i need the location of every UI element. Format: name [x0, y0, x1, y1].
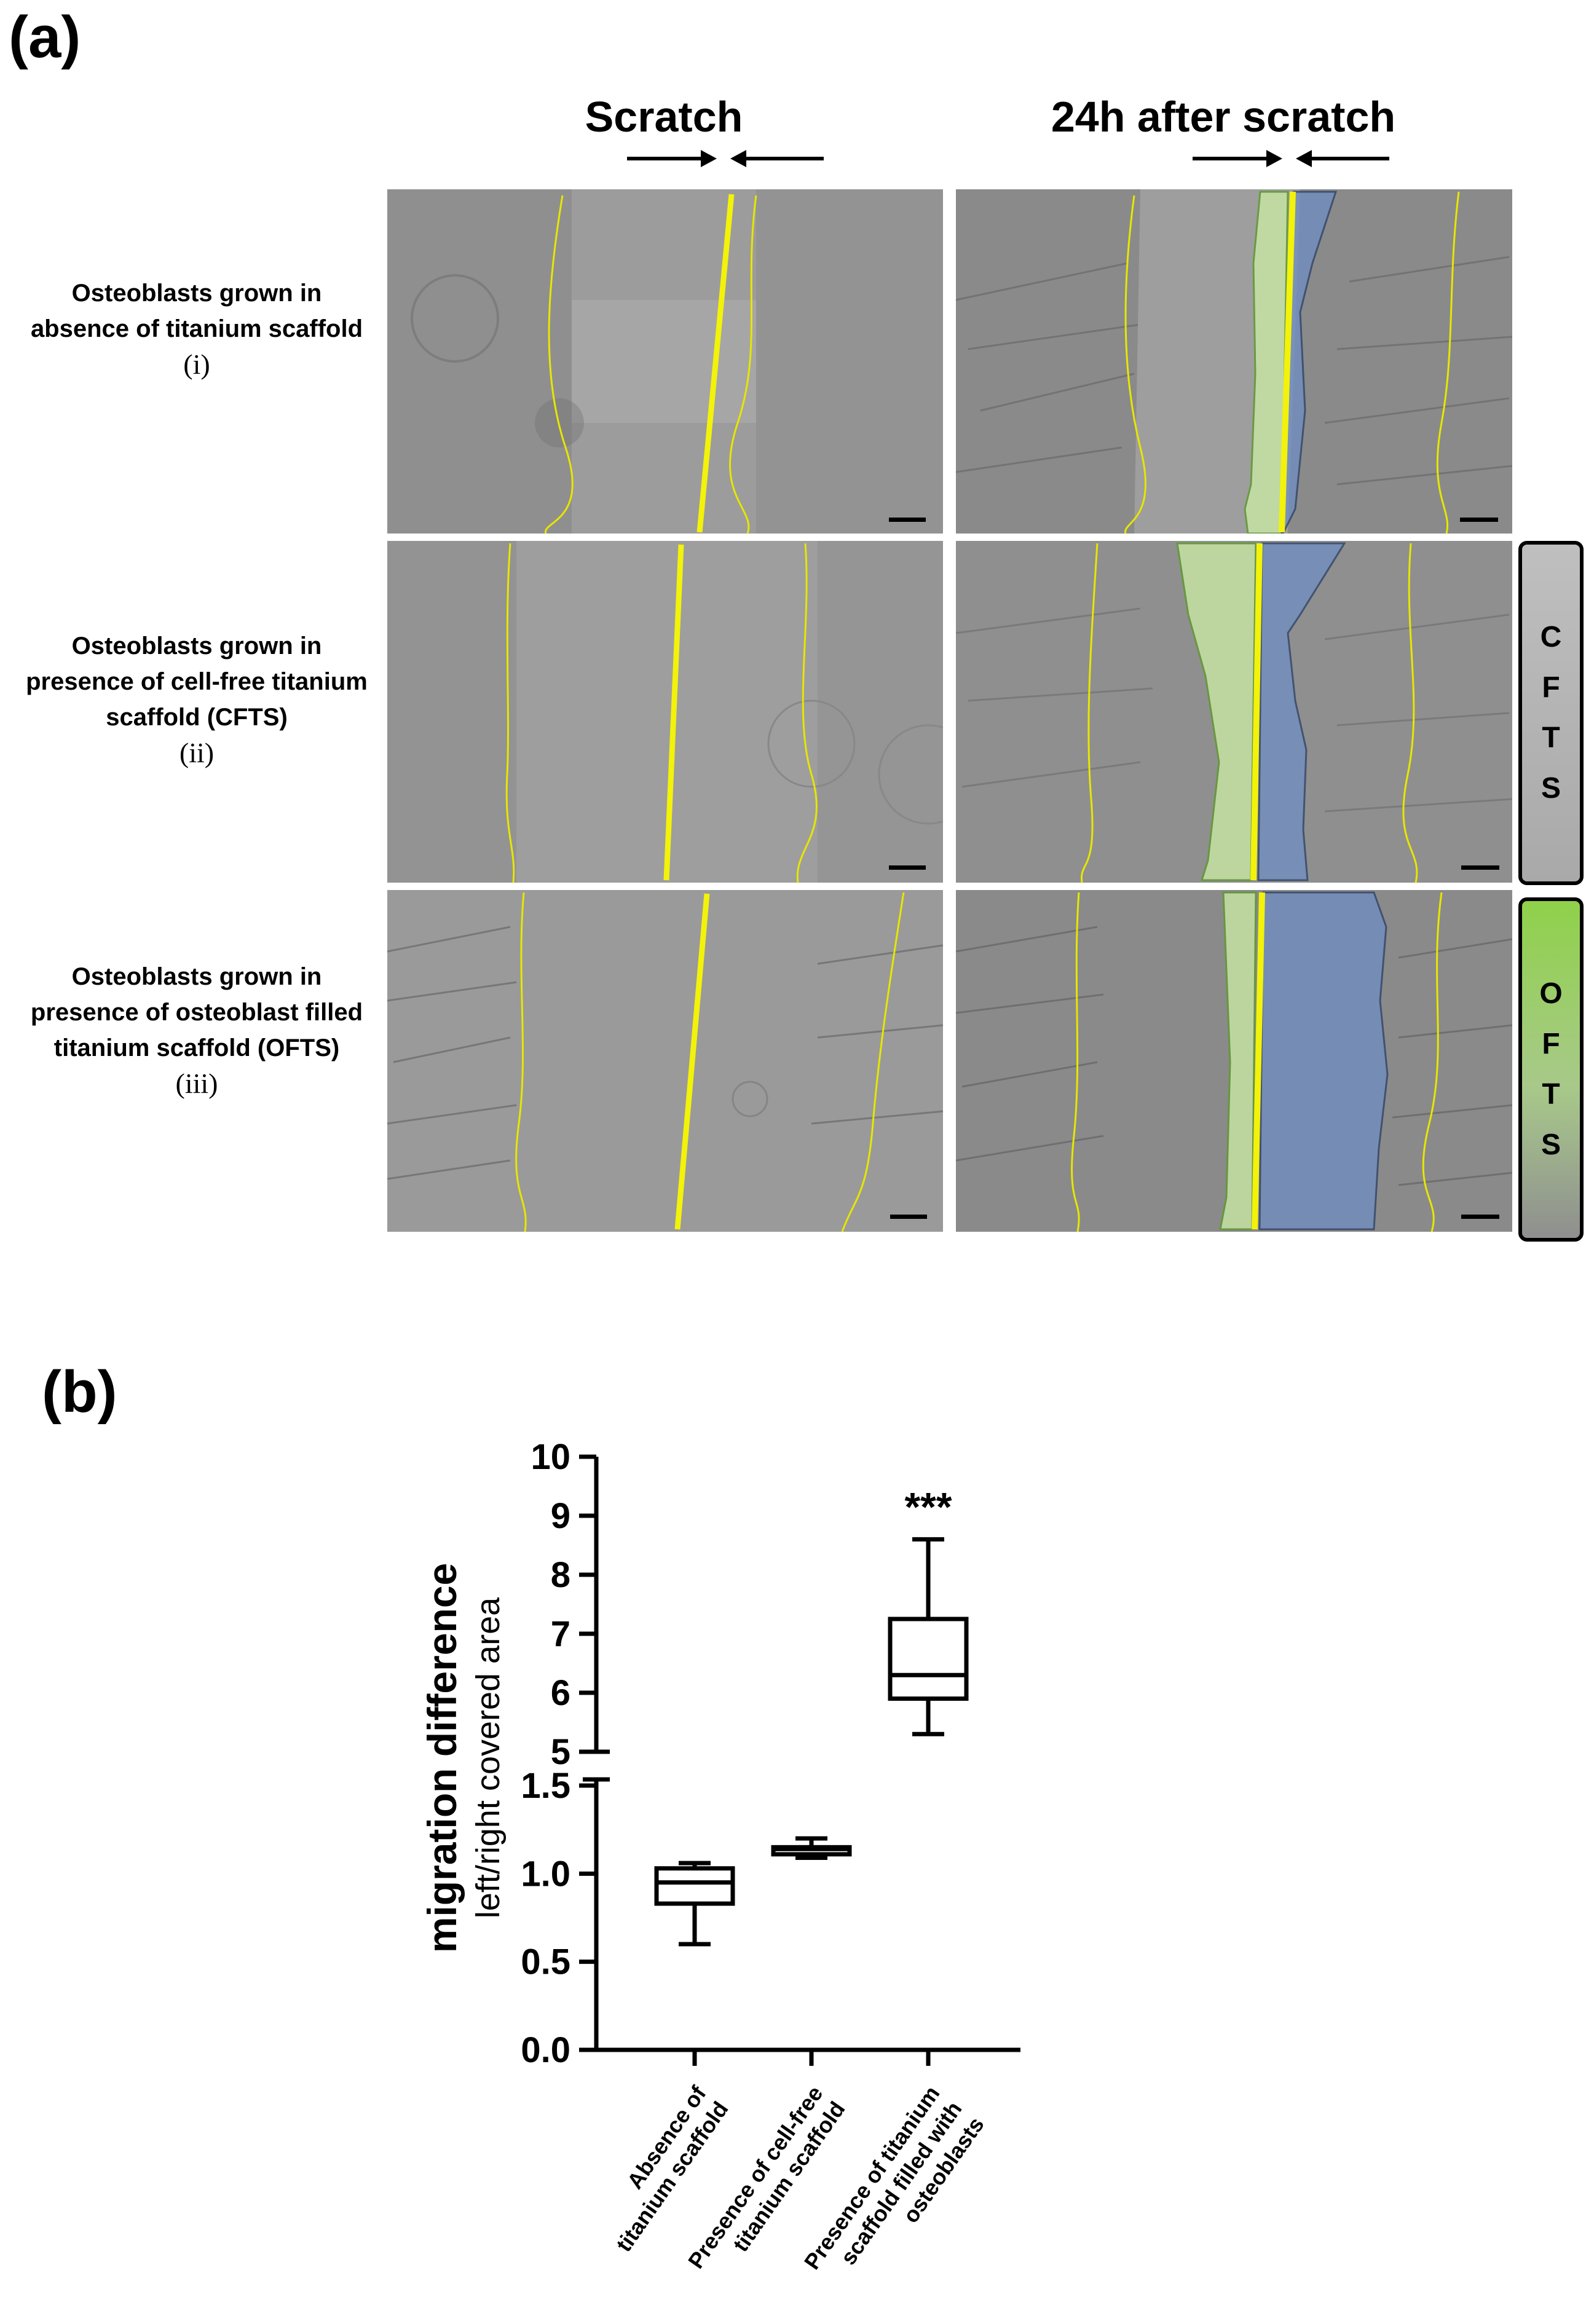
y-axis-sublabel: left/right covered area	[470, 1597, 507, 1918]
y-tick-label: 8	[551, 1555, 570, 1595]
micrograph-iii-24h	[956, 890, 1512, 1232]
cfts-side-label: CFTS	[1540, 621, 1562, 805]
row-numeral: (i)	[183, 349, 210, 380]
row-label-i: Osteoblasts grown in absence of titanium…	[25, 275, 369, 382]
micrograph-ii-scratch	[387, 541, 943, 883]
micrograph-i-scratch	[387, 189, 943, 534]
panel-b-label: (b)	[42, 1359, 117, 1425]
ofts-side-label: OFTS	[1539, 977, 1563, 1161]
y-tick-label: 0.0	[521, 2030, 570, 2070]
micrograph-iii-scratch	[387, 890, 943, 1232]
y-tick-label: 10	[531, 1437, 570, 1477]
significance-annotation: ***	[904, 1484, 952, 1529]
micrograph-image	[956, 890, 1512, 1232]
y-axis-label: migration difference	[419, 1563, 465, 1953]
row-numeral: (iii)	[175, 1068, 218, 1099]
panel-a-label: (a)	[9, 4, 81, 70]
micrograph-image	[956, 189, 1512, 534]
y-tick-label: 7	[551, 1614, 570, 1654]
ofts-side-box: OFTS	[1518, 897, 1584, 1242]
gap-closing-arrows-icon	[1193, 150, 1389, 167]
cfts-side-box: CFTS	[1518, 541, 1584, 885]
y-tick-label: 6	[551, 1673, 570, 1713]
y-tick-label: 5	[551, 1732, 570, 1772]
row-numeral: (ii)	[179, 737, 215, 768]
y-tick-label: 9	[551, 1496, 570, 1536]
scratch-arrows-icon	[627, 150, 824, 167]
y-tick-label: 0.5	[521, 1942, 570, 1982]
micrograph-image	[956, 541, 1512, 883]
micrograph-i-24h	[956, 189, 1512, 534]
column-header-scratch: Scratch	[585, 93, 743, 141]
y-tick-label: 1.0	[521, 1854, 570, 1894]
micrograph-image	[387, 890, 943, 1232]
row-label-text: Osteoblasts grown in presence of osteobl…	[30, 963, 363, 1062]
row-label-ii: Osteoblasts grown in presence of cell-fr…	[25, 628, 369, 771]
micrograph-ii-24h	[956, 541, 1512, 883]
box-iqr	[654, 1866, 735, 1906]
box-iqr	[888, 1617, 969, 1701]
column-header-24h: 24h after scratch	[1051, 93, 1396, 141]
micrograph-image	[387, 189, 943, 534]
y-tick-label: 1.5	[521, 1766, 570, 1806]
micrograph-image	[387, 541, 943, 883]
row-label-text: Osteoblasts grown in absence of titanium…	[30, 280, 363, 342]
row-label-text: Osteoblasts grown in presence of cell-fr…	[26, 632, 368, 731]
row-label-iii: Osteoblasts grown in presence of osteobl…	[25, 959, 369, 1101]
